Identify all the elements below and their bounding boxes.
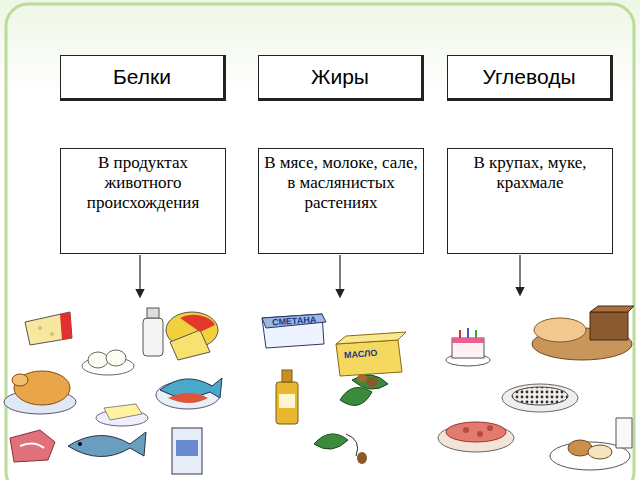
category-box: Углеводы [447, 55, 613, 101]
description-text: В мясе, молоке, сале, в маслянистых раст… [264, 153, 418, 213]
description-text: В крупах, муке, крахмале [453, 153, 607, 193]
category-title: Белки [113, 65, 171, 89]
package-label: СМЕТАНА [272, 314, 317, 327]
description-text: В продуктах животного происхождения [66, 153, 220, 213]
description-box: В крупах, муке, крахмале [447, 148, 613, 254]
category-box: Жиры [258, 55, 424, 101]
description-box: В мясе, молоке, сале, в маслянистых раст… [258, 148, 424, 254]
category-title: Углеводы [482, 65, 575, 89]
category-box: Белки [60, 55, 226, 101]
package-label: МАСЛО [344, 348, 378, 360]
category-title: Жиры [311, 65, 369, 89]
description-box: В продуктах животного происхождения [60, 148, 226, 254]
